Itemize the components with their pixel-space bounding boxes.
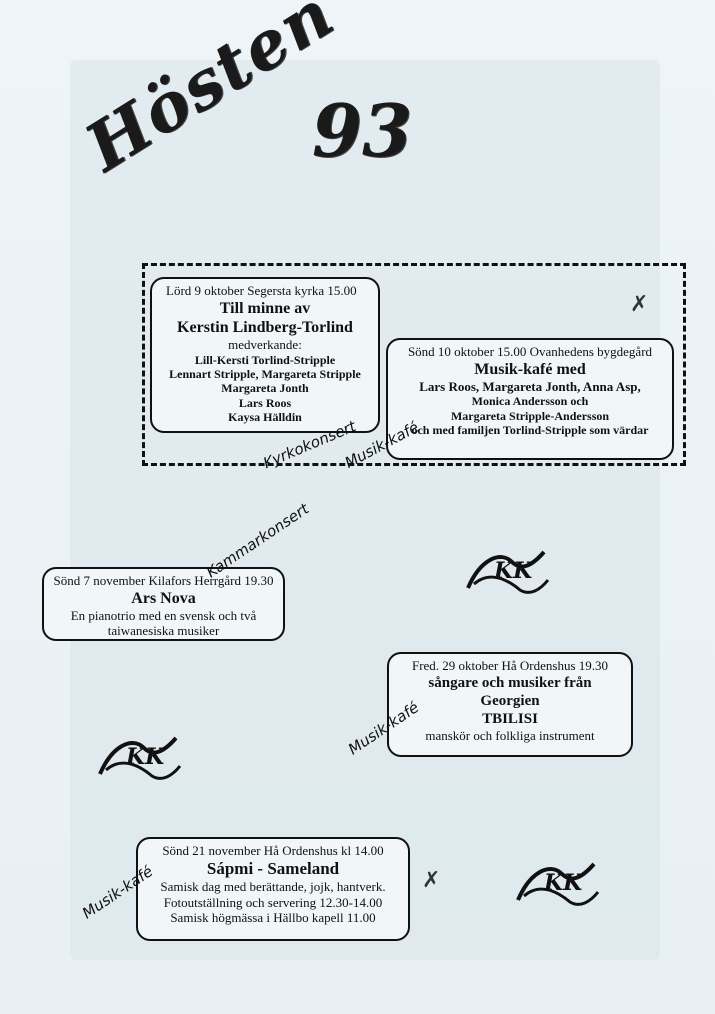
- event-when: Sönd 10 oktober 15.00 Ovanhedens bygdegå…: [407, 344, 653, 359]
- event-title: sångare och musiker från: [428, 674, 592, 691]
- handwritten-mark: ✗: [422, 868, 441, 893]
- event-when: Lörd 9 oktober Segersta kyrka 15.00: [166, 283, 357, 298]
- kk-logo-icon: KK: [516, 862, 600, 906]
- event-box-tbilisi: Fred. 29 oktober Hå Ordenshus 19.30 sång…: [387, 652, 633, 757]
- event-title: Sápmi - Sameland: [206, 858, 340, 878]
- event-line: och med familjen Torlind-Stripple som vä…: [411, 423, 649, 438]
- logo-letters: KK: [125, 744, 165, 770]
- event-box-ars-nova: Sönd 7 november Kilafors Herrgård 19.30 …: [42, 567, 285, 641]
- kk-logo-icon: KK: [98, 736, 182, 780]
- poster-year: 93: [312, 88, 413, 173]
- event-line: Samisk högmässa i Hällbo kapell 11.00: [170, 910, 376, 926]
- event-line: Samisk dag med berättande, jojk, hantver…: [160, 878, 386, 894]
- event-line: Lennart Stripple, Margareta Stripple: [169, 366, 361, 381]
- dashed-frame: [142, 263, 686, 466]
- handwritten-mark: ✗: [630, 292, 649, 317]
- event-title: Musik-kafé med: [474, 360, 586, 378]
- event-line: Fotoutställning och servering 12.30-14.0…: [163, 894, 383, 910]
- event-when: Sönd 21 november Hå Ordenshus kl 14.00: [162, 843, 384, 858]
- event-box-kyrkokonsert: Lörd 9 oktober Segersta kyrka 15.00 Till…: [150, 277, 380, 433]
- event-title: Ars Nova: [131, 589, 196, 607]
- kk-logo-icon: KK: [466, 550, 550, 594]
- event-box-musikkafe-ovanheden: Sönd 10 oktober 15.00 Ovanhedens bygdegå…: [386, 338, 674, 460]
- event-line: Lars Roos, Margareta Jonth, Anna Asp,: [419, 378, 641, 394]
- event-when: Sönd 7 november Kilafors Herrgård 19.30: [53, 573, 274, 588]
- event-title: TBILISI: [482, 710, 538, 727]
- event-title: Till minne av: [219, 299, 311, 317]
- event-line: Lars Roos: [238, 395, 292, 410]
- event-sub: medverkande:: [228, 336, 302, 352]
- event-line: manskör och folkliga instrument: [425, 727, 595, 743]
- event-line: taiwanesiska musiker: [107, 623, 220, 639]
- event-line: Kaysa Hälldin: [228, 410, 302, 425]
- event-line: En pianotrio med en svensk och två: [70, 607, 257, 623]
- background-shade: [70, 60, 660, 960]
- event-title: Kerstin Lindberg-Torlind: [177, 318, 353, 336]
- event-line: Margareta Jonth: [221, 381, 309, 396]
- event-title: Georgien: [480, 692, 540, 709]
- logo-letters: KK: [543, 870, 583, 896]
- event-line: Lill-Kersti Torlind-Stripple: [194, 352, 336, 367]
- logo-letters: KK: [493, 558, 533, 584]
- event-line: Margareta Stripple-Andersson: [450, 408, 610, 423]
- event-box-sapmi: Sönd 21 november Hå Ordenshus kl 14.00 S…: [136, 837, 410, 941]
- event-when: Fred. 29 oktober Hå Ordenshus 19.30: [411, 658, 609, 673]
- event-line: Monica Andersson och: [471, 394, 589, 409]
